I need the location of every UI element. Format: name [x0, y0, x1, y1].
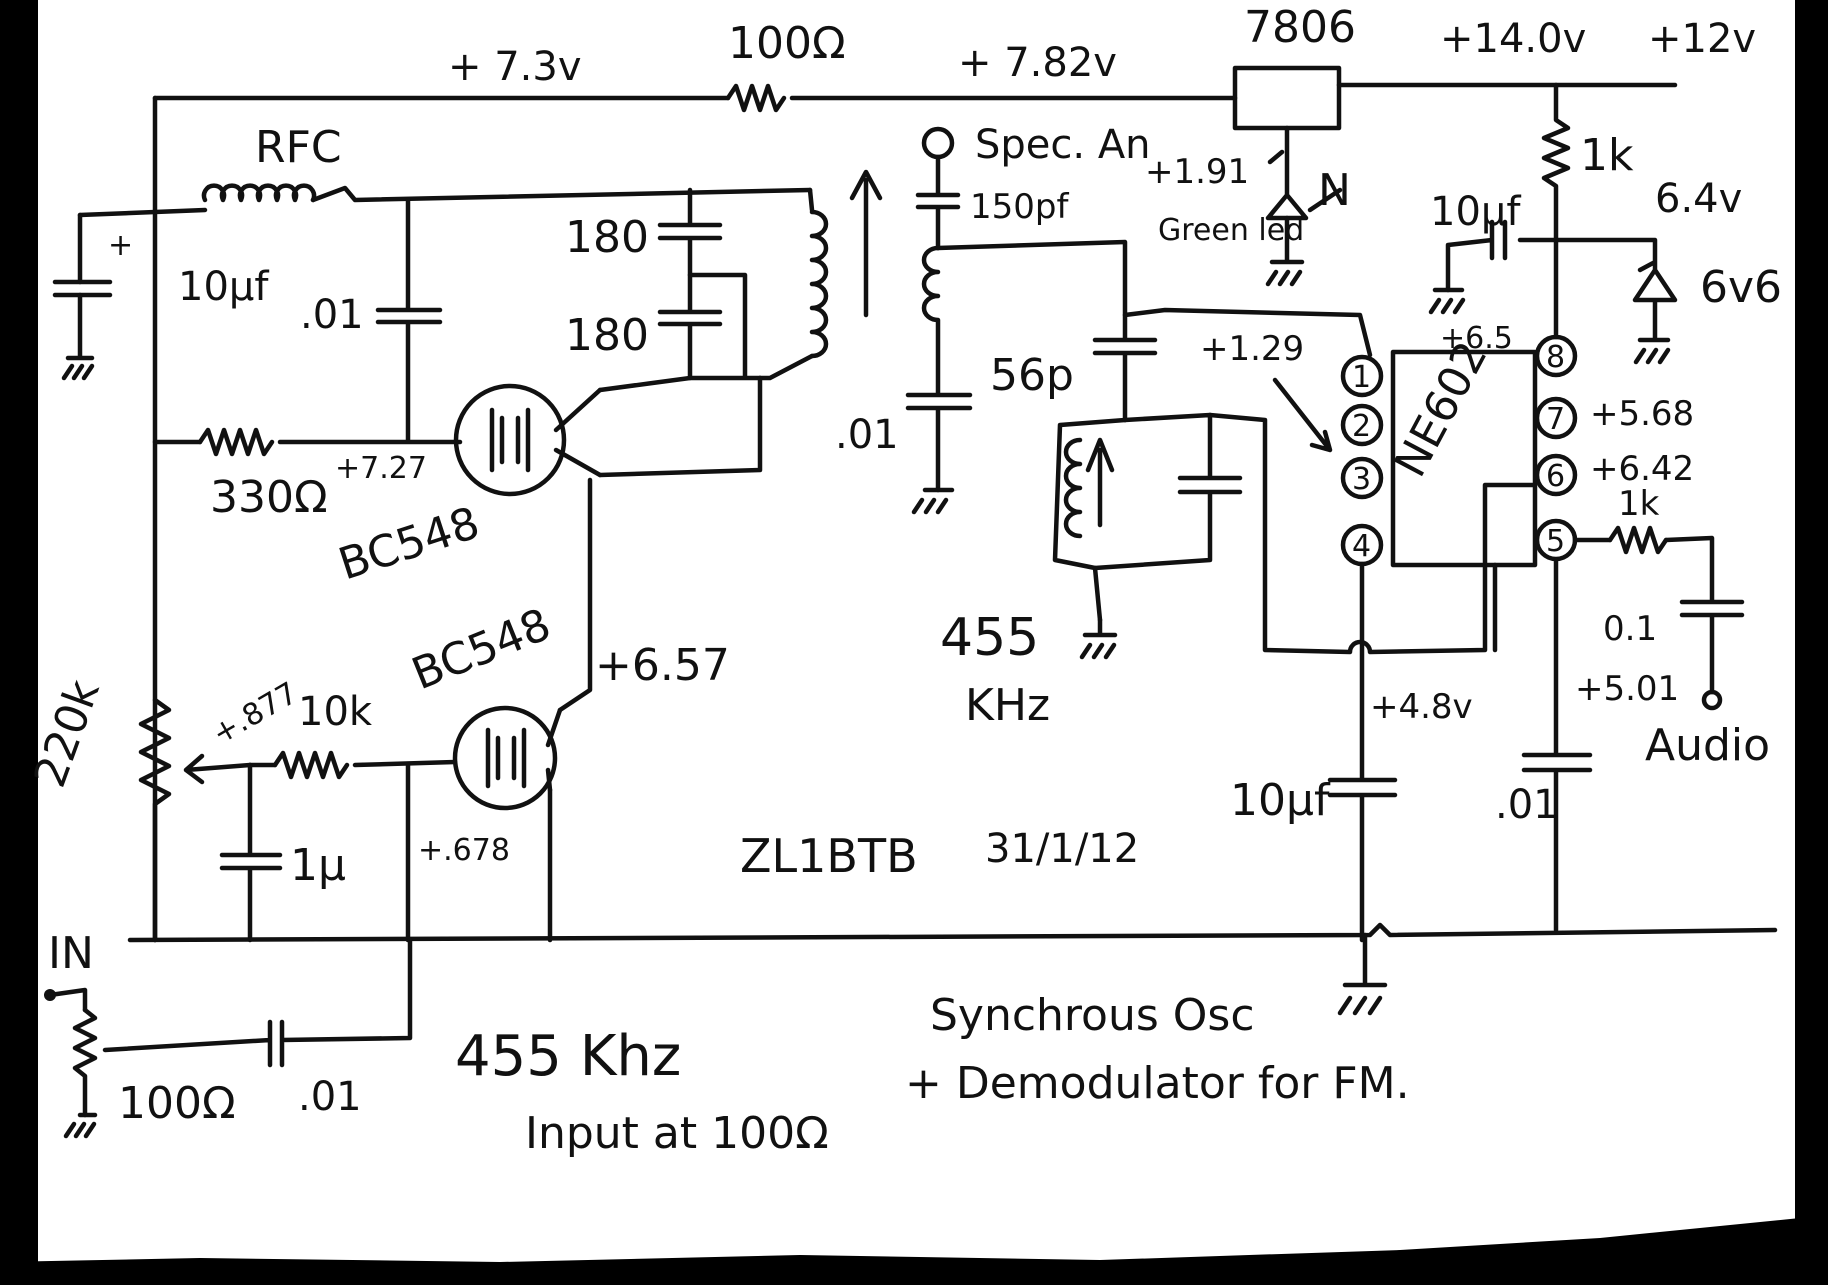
capacitor-01-bypass [375, 197, 443, 443]
capacitor-audio-label: 0.1 [1603, 609, 1657, 649]
spec-an-tap [905, 126, 1373, 515]
author-callsign: ZL1BTB [740, 829, 918, 883]
ne602-pin-8: 8 [1546, 340, 1565, 375]
zener-label: 6v6 [1700, 262, 1782, 313]
tank-capacitors-180 [597, 187, 763, 393]
regulator-led [1265, 125, 1343, 287]
voltage-7-82: + 7.82v [958, 40, 1117, 86]
ne602-pin-7: 7 [1546, 402, 1565, 437]
input-resistor-label: 100Ω [118, 1078, 236, 1129]
input-note: Input at 100Ω [525, 1108, 829, 1159]
rfc-choke [77, 183, 813, 218]
paper-border-left [0, 0, 38, 1285]
caption-line-1: Synchrous Osc [930, 990, 1255, 1041]
capacitor-180-b-label: 180 [565, 310, 649, 361]
pin8-decoupling [1521, 557, 1593, 933]
voltage-6-57: +6.57 [595, 640, 730, 691]
drawing-date: 31/1/12 [985, 826, 1139, 872]
ne602-pin-4: 4 [1352, 529, 1371, 564]
capacitor-01-pin8-label: .01 [1495, 782, 1559, 828]
ne602-label: NE602 [1385, 333, 1498, 485]
resistor-330-label: 330Ω [210, 472, 328, 523]
paper-border-right [1795, 0, 1828, 1285]
frequency-label: 455 Khz [455, 1024, 681, 1089]
capacitor-180-a-label: 180 [565, 212, 649, 263]
transistor-q1 [453, 383, 603, 497]
capacitor-1u-label: 1µ [290, 840, 346, 891]
ne602-pin-1: 1 [1352, 360, 1371, 395]
ground-bus [127, 922, 1778, 1016]
ne602-pin-2: 2 [1352, 409, 1371, 444]
regulator-7806-label: 7806 [1244, 2, 1356, 53]
input-label: IN [48, 928, 94, 979]
resistor-100-label: 100Ω [728, 18, 846, 69]
voltage-6-4: 6.4v [1655, 176, 1742, 222]
transistor-q1-label: BC548 [333, 497, 486, 590]
capacitor-10uf-label: 10µf [178, 264, 269, 310]
voltage-5-01: +5.01 [1575, 669, 1679, 709]
capacitor-1u [219, 762, 283, 943]
resistor-330 [152, 427, 463, 457]
ne602-pin-5: 5 [1546, 524, 1565, 559]
audio-output [1572, 525, 1745, 711]
tank-455 [1052, 412, 1243, 660]
tank-freq-455: 455 [940, 608, 1039, 668]
capacitor-10uf-top-label: 10µf [1430, 189, 1521, 235]
paper-border-bottom [0, 1216, 1828, 1285]
voltage-1-29: +1.29 [1200, 329, 1304, 369]
voltage-1-91: +1.91 [1145, 152, 1249, 192]
voltage-7-3: + 7.3v [448, 44, 582, 90]
top-supply-rail [152, 65, 1678, 943]
voltage-12: +12v [1648, 16, 1756, 62]
capacitor-01-b-label: .01 [835, 412, 899, 458]
led-n-label: N [1318, 165, 1351, 216]
plus-mark-10uf: + [108, 228, 133, 263]
voltage-6-42: +6.42 [1590, 449, 1694, 489]
resistor-1k-top-label: 1k [1580, 130, 1634, 181]
capacitor-01-label: .01 [300, 292, 364, 338]
resistor-10k [247, 750, 458, 780]
transistor-q2 [452, 705, 563, 943]
tank-freq-khz: KHz [965, 680, 1050, 731]
voltage-678: +.678 [418, 833, 510, 868]
capacitor-10uf-left [52, 212, 113, 381]
green-led-label: Green led [1158, 213, 1304, 248]
capacitor-150pf-label: 150pf [970, 187, 1069, 227]
oscillator-coil [757, 169, 883, 381]
resistor-1k-out-label: 1k [1618, 484, 1660, 524]
resistor-1k-top [1428, 82, 1678, 365]
capacitor-10uf-pin4-label: 10µf [1230, 775, 1331, 826]
input-network [44, 937, 413, 1139]
rfc-label: RFC [255, 122, 342, 173]
voltage-5-68: +5.68 [1590, 394, 1694, 434]
voltage-877: +.877 [207, 676, 304, 752]
capacitor-56p-label: 56p [990, 350, 1074, 401]
emitter-link [557, 375, 763, 713]
audio-label: Audio [1645, 720, 1770, 771]
spec-an-label: Spec. An [975, 122, 1151, 168]
caption-line-2: + Demodulator for FM. [905, 1058, 1410, 1109]
input-capacitor-label: .01 [298, 1074, 362, 1120]
voltage-7-27: +7.27 [335, 451, 427, 486]
voltage-14: +14.0v [1440, 16, 1586, 62]
voltage-4-8: +4.8v [1370, 687, 1473, 727]
ne602-chip [1207, 334, 1578, 943]
resistor-10k-label: 10k [298, 689, 373, 735]
ne602-pin-3: 3 [1352, 462, 1371, 497]
transistor-q2-label: BC548 [405, 599, 558, 700]
capacitor-56p [1092, 312, 1158, 423]
voltage-6-5: +6.5 [1440, 321, 1513, 356]
resistor-220k [138, 697, 253, 943]
ne602-pin-6: 6 [1546, 459, 1565, 494]
